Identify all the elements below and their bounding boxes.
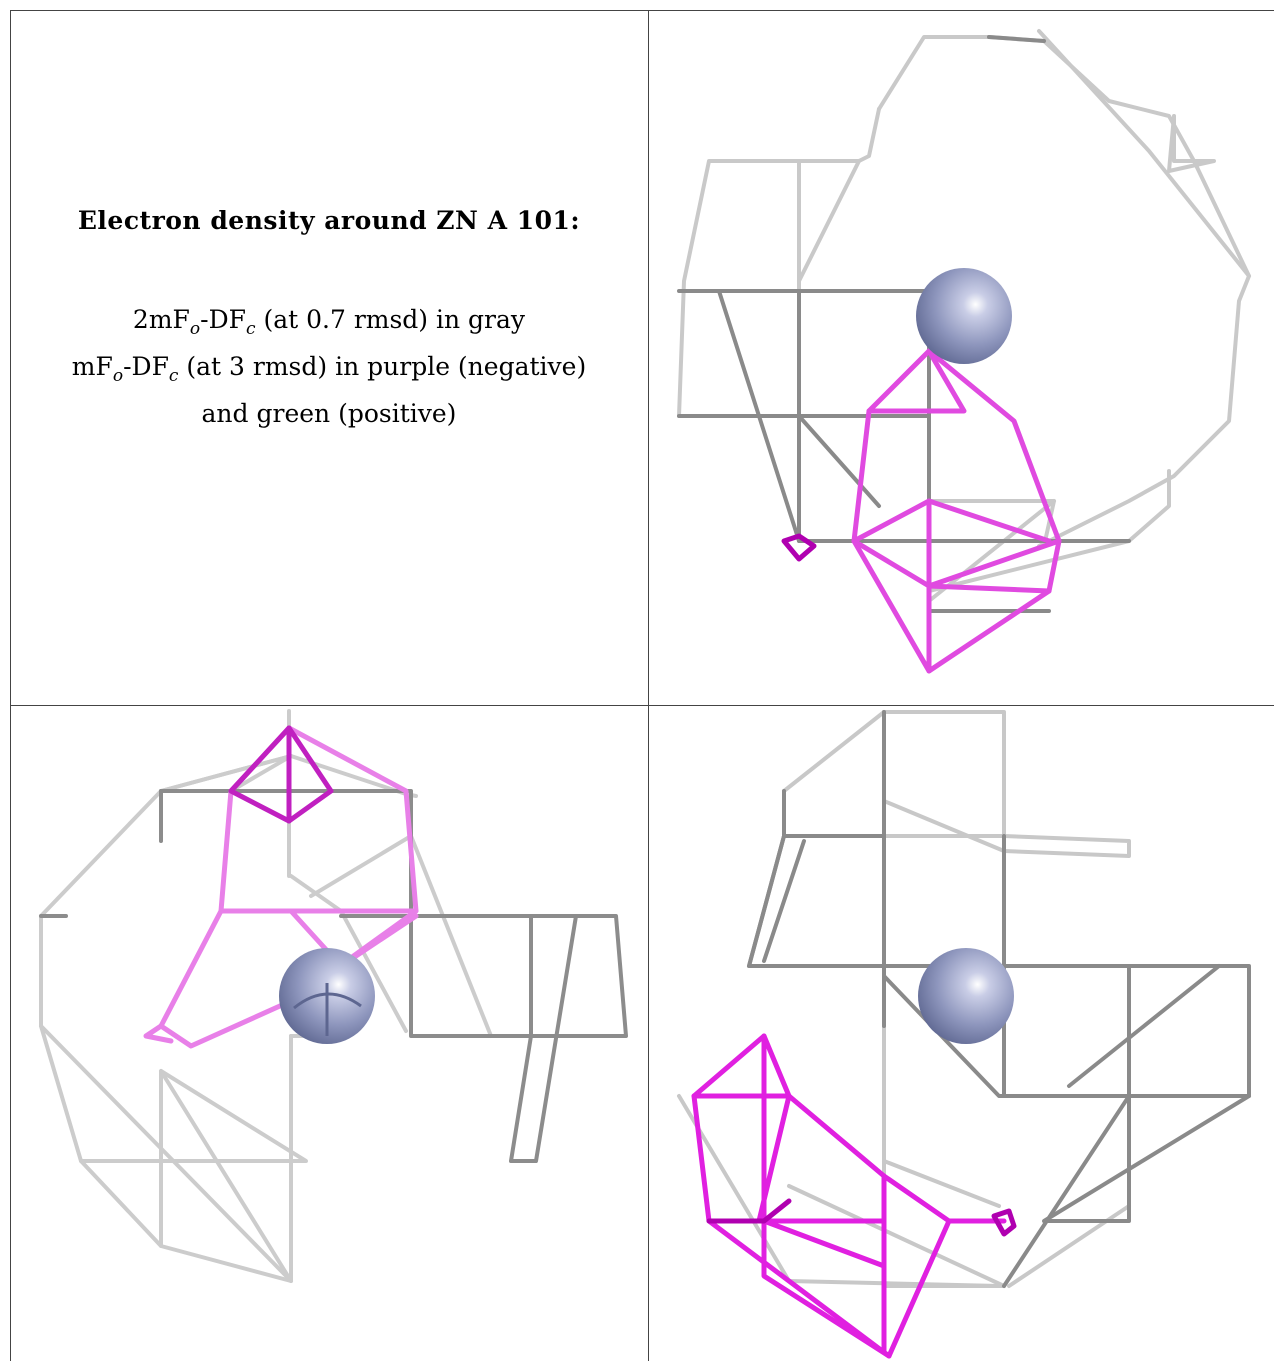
density-mesh-gray-dark xyxy=(39,789,628,1163)
legend-line-fofc: mFo-DFc (at 3 rmsd) in purple (negative) xyxy=(71,352,587,386)
density-mesh-purple-dark xyxy=(706,1198,1017,1237)
density-mesh-gray xyxy=(677,29,1251,603)
legend-description: 2mFo-DFc (at 0.7 rmsd) in gray mFo-DFc (… xyxy=(72,301,586,433)
mesh-view-bottom-left xyxy=(39,709,628,1283)
table-border-left xyxy=(10,10,11,1361)
density-mesh-purple-dark xyxy=(781,533,817,562)
view-bottom-left xyxy=(11,706,648,1361)
legend-line-2fofc: 2mFo-DFc (at 0.7 rmsd) in gray xyxy=(132,305,526,339)
table-border-center xyxy=(648,10,649,1361)
zinc-atom-sphere xyxy=(918,948,1014,1044)
legend-cell: Electron density around ZN A 101: 2mFo-D… xyxy=(12,12,646,704)
legend-line-positive: and green (positive) xyxy=(201,399,457,428)
mesh-view-top-right xyxy=(677,29,1251,674)
mesh-view-bottom-right xyxy=(677,710,1251,1359)
zinc-atom-sphere xyxy=(916,268,1012,364)
density-mesh-purple-dark xyxy=(228,725,334,824)
density-mesh-gray-dark xyxy=(677,35,1131,613)
table-border-top xyxy=(10,10,1274,11)
density-mesh-gray-dark xyxy=(747,710,1251,1288)
table-border-middle xyxy=(10,705,1274,706)
density-mesh-purple xyxy=(851,348,1062,674)
view-bottom-right xyxy=(649,706,1274,1361)
density-mesh-gray xyxy=(39,709,493,1283)
view-top-right xyxy=(649,11,1274,705)
density-mesh-purple xyxy=(691,1033,1007,1359)
legend-title: Electron density around ZN A 101: xyxy=(77,206,581,235)
